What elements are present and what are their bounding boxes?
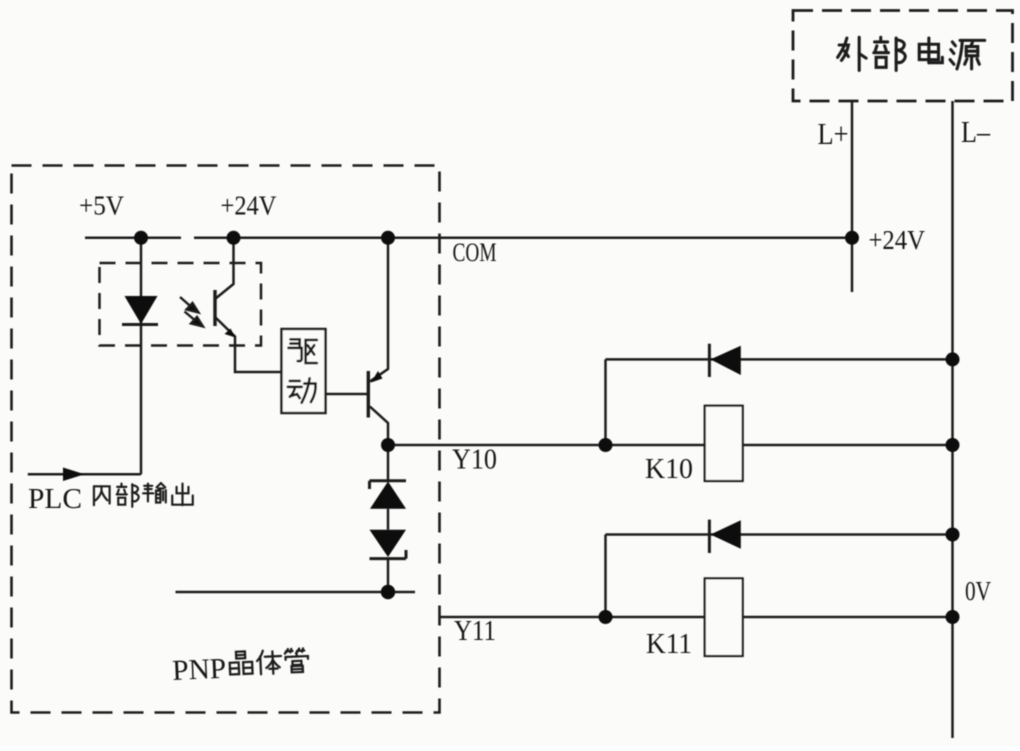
svg-text:K11: K11 xyxy=(646,628,692,660)
svg-text:COM: COM xyxy=(453,238,497,267)
svg-text:PLC: PLC xyxy=(28,483,82,515)
svg-text:+24V: +24V xyxy=(869,225,926,255)
svg-text:K10: K10 xyxy=(645,453,693,485)
svg-text:+24V: +24V xyxy=(221,191,277,221)
svg-text:0V: 0V xyxy=(965,576,991,606)
svg-text:Y10: Y10 xyxy=(452,445,497,476)
svg-text:L+: L+ xyxy=(818,116,849,151)
svg-text:Y11: Y11 xyxy=(454,616,496,647)
svg-text:PNP: PNP xyxy=(171,653,226,687)
svg-text:L–: L– xyxy=(961,114,990,149)
svg-text:+5V: +5V xyxy=(79,191,124,221)
